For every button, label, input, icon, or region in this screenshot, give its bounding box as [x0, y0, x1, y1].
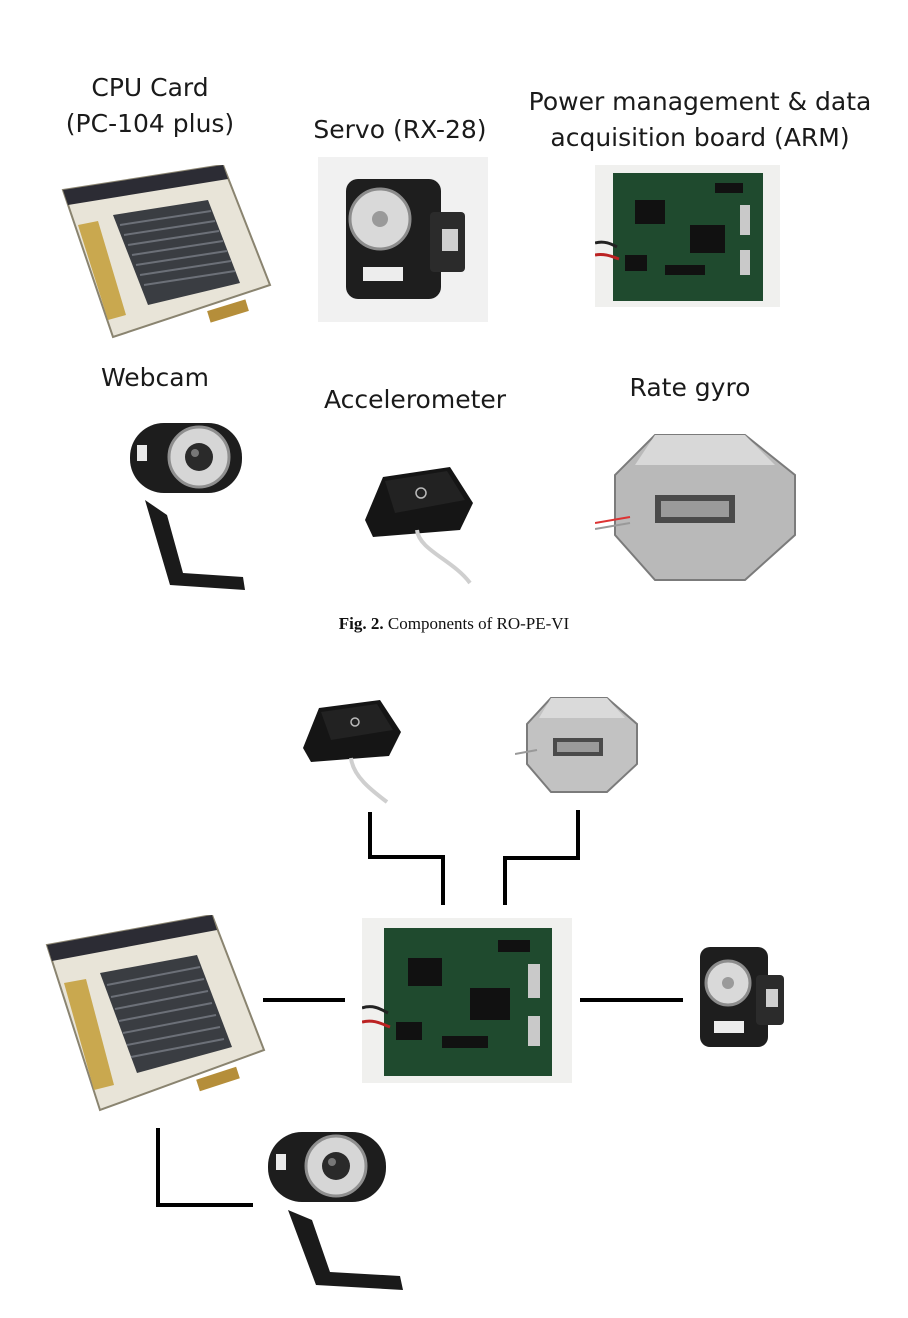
cpu-card-label: CPU Card (PC-104 plus) [45, 70, 255, 142]
accelerometer-diagram-photo [303, 700, 401, 804]
servo-photo [318, 157, 488, 322]
board-label: Power management & data acquisition boar… [515, 84, 885, 156]
board-label-line2: acquisition board (ARM) [550, 123, 850, 152]
gyro-photo [595, 434, 796, 581]
gyro-to-board-line [503, 810, 580, 905]
figure-caption-text: Components of RO-PE-VI [383, 614, 570, 633]
cpu-card-photo [61, 165, 272, 339]
webcam-photo [130, 423, 245, 590]
webcam-label: Webcam [101, 363, 209, 392]
accelerometer-photo [365, 467, 473, 585]
board-label-line1: Power management & data [528, 87, 872, 116]
accelerometer-label: Accelerometer [323, 385, 507, 414]
gyro-label: Rate gyro [629, 373, 751, 402]
board-photo [595, 165, 780, 307]
webcam-diagram-photo [268, 1132, 403, 1290]
accelerometer-to-board-line [368, 812, 445, 905]
cpu-card-label-line1: CPU Card [91, 73, 209, 102]
cpu-card-label-line2: (PC-104 plus) [65, 109, 235, 138]
servo-diagram-photo [700, 947, 784, 1047]
figure-caption: Fig. 2. Components of RO-PE-VI [0, 614, 908, 634]
cpu-card-diagram-photo [45, 915, 266, 1112]
figure-caption-label: Fig. 2. [338, 614, 384, 633]
gyro-diagram-photo [515, 697, 638, 793]
cpu-to-webcam-line [156, 1128, 253, 1207]
board-diagram-photo [362, 918, 572, 1083]
servo-label: Servo (RX-28) [313, 115, 487, 144]
